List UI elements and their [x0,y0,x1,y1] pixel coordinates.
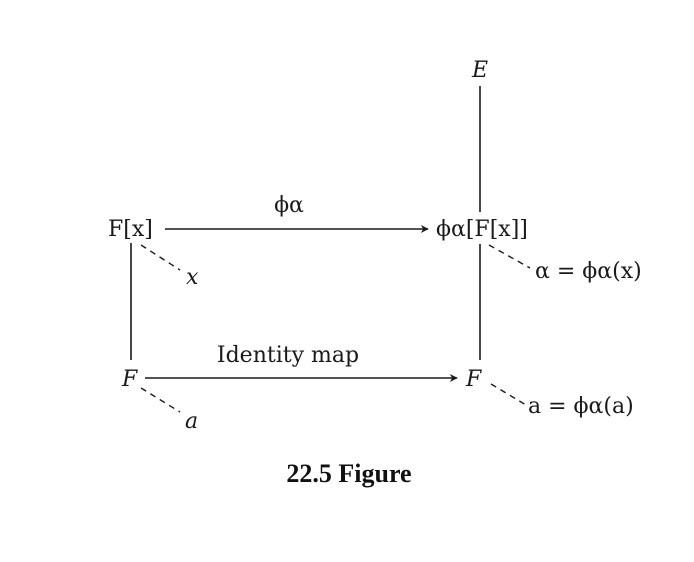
label-identity-map: Identity map [217,343,359,368]
dash-f-left-to-a [140,387,181,413]
dash-f-right-to-a-eq [490,383,527,406]
label-phi-alpha: ϕα [274,193,304,218]
node-alpha-eq: α = ϕα(x) [535,259,642,284]
node-e: E [471,58,488,83]
node-fx: F[x] [108,217,153,242]
node-f-left: F [121,367,138,392]
node-phi-fx: ϕα[F[x]] [436,217,528,242]
dash-phi-fx-to-alpha [488,244,531,269]
figure-caption: 22.5 Figure [286,459,411,488]
dash-fx-to-x [140,244,181,271]
node-a: a [185,409,198,434]
node-a-eq: a = ϕα(a) [528,394,634,419]
node-x: x [186,265,199,290]
node-f-right: F [465,367,482,392]
